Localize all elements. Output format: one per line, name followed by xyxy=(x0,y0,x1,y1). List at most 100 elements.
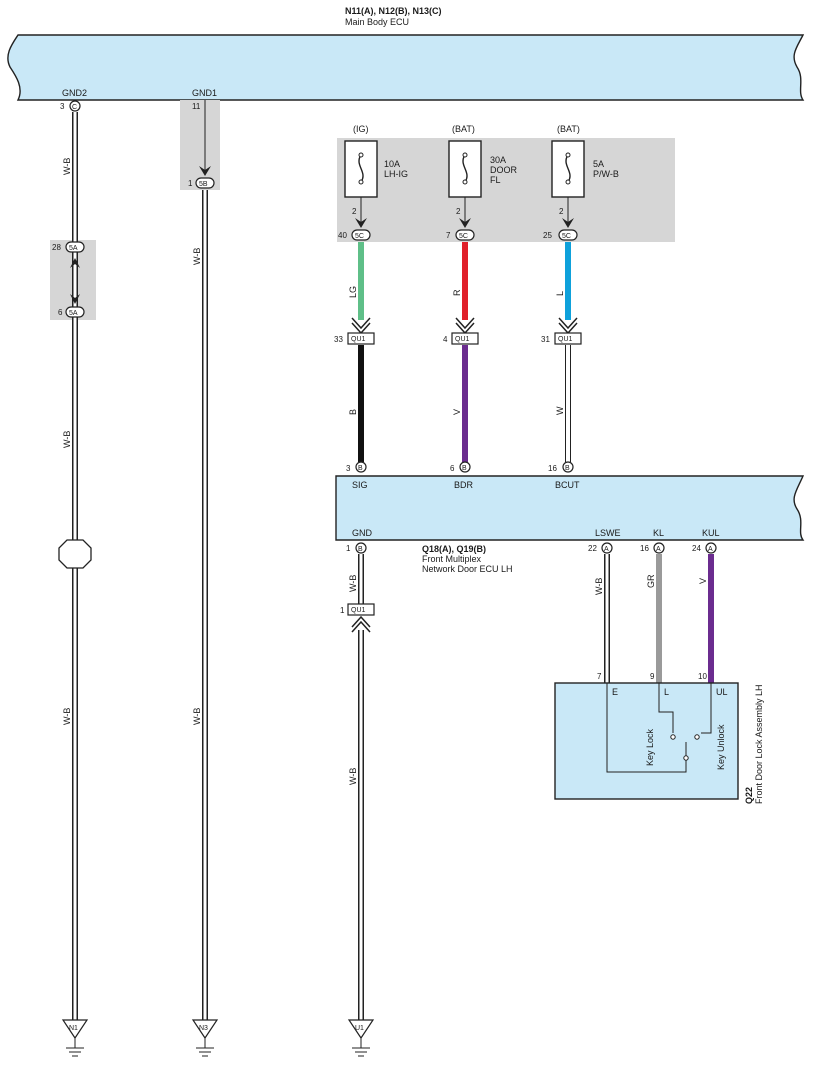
connector-b-sig xyxy=(355,461,367,473)
svg-text:25: 25 xyxy=(543,231,552,240)
splice-octagon xyxy=(58,539,92,569)
fuse2-supply: (BAT) xyxy=(452,124,475,134)
svg-text:1: 1 xyxy=(340,606,345,615)
arrow-down-icon xyxy=(459,218,471,228)
key-lock-path xyxy=(658,683,674,733)
lock-assembly-name: Front Door Lock Assembly LH xyxy=(754,684,764,804)
svg-text:GR: GR xyxy=(646,574,656,588)
connector-arrow-icon xyxy=(455,317,475,335)
svg-text:9: 9 xyxy=(650,672,655,681)
svg-text:B: B xyxy=(358,546,363,553)
lock-assembly-box xyxy=(554,682,739,800)
svg-text:10: 10 xyxy=(698,672,707,681)
connector-a-kl xyxy=(653,542,665,554)
svg-text:FL: FL xyxy=(490,175,501,185)
connector-5a-bottom xyxy=(65,306,85,318)
connector-arrow-icon xyxy=(558,317,578,335)
svg-text:QU1: QU1 xyxy=(558,336,573,343)
svg-text:N1: N1 xyxy=(69,1025,78,1032)
connector-5c-fuse2 xyxy=(455,229,475,241)
lock-assembly-id: Q22 xyxy=(744,787,754,804)
connector-b-bdr xyxy=(459,461,471,473)
svg-text:C: C xyxy=(72,104,77,111)
svg-text:LG: LG xyxy=(348,286,358,298)
wire-color-wb-1: W-B xyxy=(62,158,72,175)
svg-text:33: 33 xyxy=(334,335,343,344)
connector-5a-top xyxy=(65,241,85,253)
connector-c-gnd2 xyxy=(69,100,81,112)
svg-text:W-B: W-B xyxy=(348,575,358,592)
fuse3-supply: (BAT) xyxy=(557,124,580,134)
svg-text:L: L xyxy=(555,291,565,296)
svg-text:5A: 5A xyxy=(593,159,604,169)
terminal-ul: UL xyxy=(716,687,728,697)
svg-text:B: B xyxy=(358,465,363,472)
connector-a-lswe xyxy=(601,542,613,554)
wire-color-wb-5: W-B xyxy=(192,708,202,725)
svg-text:B: B xyxy=(462,465,467,472)
connector-arrow-icon xyxy=(351,317,371,335)
svg-text:16: 16 xyxy=(640,544,649,553)
terminal-gnd: GND xyxy=(352,528,373,538)
connector-5c-fuse3 xyxy=(558,229,578,241)
fuse-icon xyxy=(462,154,468,183)
connector-a-kul xyxy=(705,542,717,554)
svg-text:2: 2 xyxy=(559,207,564,216)
connector-qu1-sig xyxy=(347,332,375,345)
junction-shade-5b xyxy=(180,100,220,190)
svg-text:4: 4 xyxy=(443,335,448,344)
connector-5b xyxy=(195,177,215,189)
svg-text:10A: 10A xyxy=(384,159,400,169)
fuse-icon xyxy=(358,154,364,183)
arrow-down-icon xyxy=(199,166,211,176)
svg-text:B: B xyxy=(348,409,358,415)
terminal-gnd1: GND1 xyxy=(192,88,217,98)
connector-qu1-bdr xyxy=(451,332,479,345)
terminal-kul: KUL xyxy=(702,528,720,538)
door-ecu-name-2: Network Door ECU LH xyxy=(422,564,513,574)
main-body-ecu-box xyxy=(7,34,805,101)
terminal-bcut: BCUT xyxy=(555,480,580,490)
arrow-up-icon xyxy=(70,258,80,268)
connector-arrow-icon xyxy=(351,615,371,633)
svg-text:5C: 5C xyxy=(459,233,468,240)
svg-text:5B: 5B xyxy=(199,181,208,188)
svg-text:W-B: W-B xyxy=(594,578,604,595)
main-body-ecu-name: Main Body ECU xyxy=(345,17,409,27)
ground-connector-u1 xyxy=(347,1019,375,1040)
switch-key-lock: Key Lock xyxy=(645,728,655,766)
svg-text:7: 7 xyxy=(597,672,602,681)
terminal-lswe: LSWE xyxy=(595,528,621,538)
svg-text:W: W xyxy=(555,406,565,415)
fuse-block-shade xyxy=(337,138,675,242)
svg-text:QU1: QU1 xyxy=(455,336,470,343)
svg-text:5C: 5C xyxy=(562,233,571,240)
svg-text:QU1: QU1 xyxy=(351,607,366,614)
svg-text:DOOR: DOOR xyxy=(490,165,518,175)
door-ecu-name-1: Front Multiplex xyxy=(422,554,482,564)
fuse-icon xyxy=(565,154,571,183)
svg-text:R: R xyxy=(452,289,462,296)
terminal-bdr: BDR xyxy=(454,480,474,490)
svg-text:16: 16 xyxy=(548,464,557,473)
switch-key-unlock: Key Unlock xyxy=(716,724,726,770)
svg-text:N3: N3 xyxy=(199,1025,208,1032)
door-ecu-box xyxy=(335,475,805,541)
svg-text:6: 6 xyxy=(450,464,455,473)
svg-text:5A: 5A xyxy=(69,245,78,252)
svg-text:3: 3 xyxy=(60,102,65,111)
svg-text:B: B xyxy=(565,465,570,472)
svg-text:U1: U1 xyxy=(355,1025,364,1032)
switch-contact-icon xyxy=(694,734,700,740)
wire-color-wb-2: W-B xyxy=(62,431,72,448)
connector-qu1-gnd xyxy=(347,603,375,616)
terminal-gnd2: GND2 xyxy=(62,88,87,98)
svg-text:QU1: QU1 xyxy=(351,336,366,343)
svg-text:2: 2 xyxy=(352,207,357,216)
svg-text:2: 2 xyxy=(456,207,461,216)
svg-text:V: V xyxy=(698,578,708,584)
ground-connector-n3 xyxy=(191,1019,219,1040)
arrow-down-icon xyxy=(355,218,367,228)
svg-text:A: A xyxy=(656,546,661,553)
